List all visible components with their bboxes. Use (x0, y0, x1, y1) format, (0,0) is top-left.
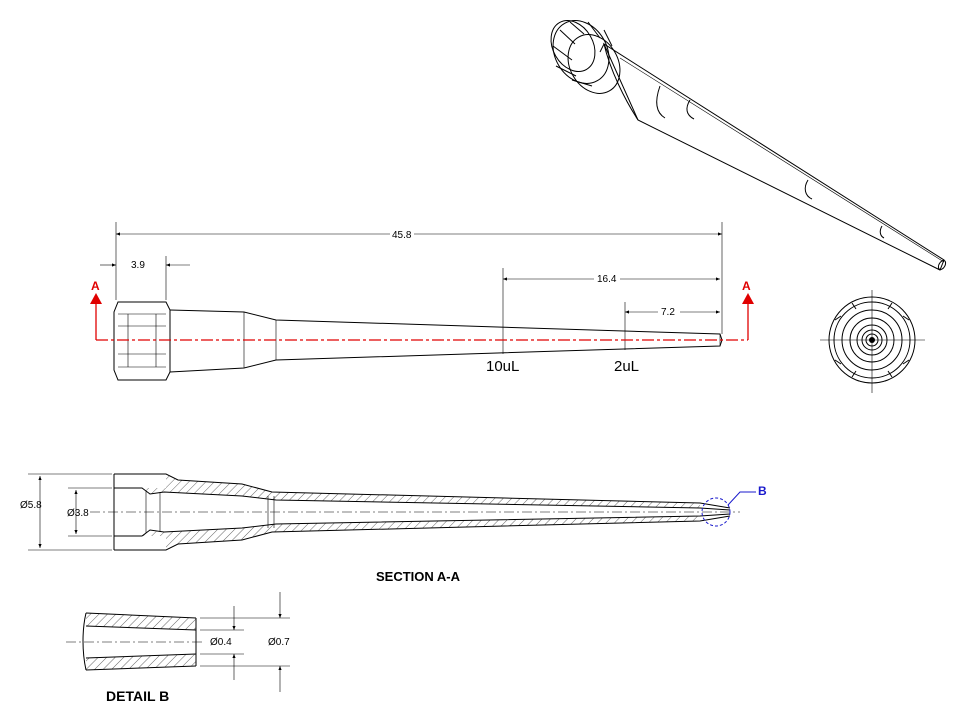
detail-inner-diameter: Ø0.4 (210, 637, 232, 648)
detail-outer-diameter: Ø0.7 (268, 637, 290, 648)
detail-view: Ø0.4 Ø0.7 DETAIL B (66, 592, 290, 704)
section-inner-diameter: Ø3.8 (67, 508, 89, 519)
section-outer-diameter: Ø5.8 (20, 500, 42, 511)
mark-2ul-label: 2uL (614, 358, 639, 375)
dim-mark-2ul: 7.2 (661, 307, 675, 318)
dim-overall-length: 45.8 (392, 230, 412, 241)
section-marker-right: A (742, 279, 751, 293)
section-marker-left: A (91, 279, 100, 293)
detail-caption: DETAIL B (106, 688, 169, 704)
side-view: 10uL 2uL A A 45.8 3.9 16.4 7.2 (90, 222, 754, 381)
detail-marker: B (758, 484, 767, 498)
isometric-view (550, 20, 947, 271)
section-caption: SECTION A-A (376, 569, 461, 584)
dim-mark-10ul: 16.4 (597, 274, 617, 285)
isometric-collar (550, 20, 621, 94)
end-view (820, 290, 925, 393)
mark-10ul-label: 10uL (486, 358, 519, 375)
dim-collar-length: 3.9 (131, 260, 145, 271)
section-view: Ø5.8 Ø3.8 B SECTION A-A (20, 473, 767, 584)
